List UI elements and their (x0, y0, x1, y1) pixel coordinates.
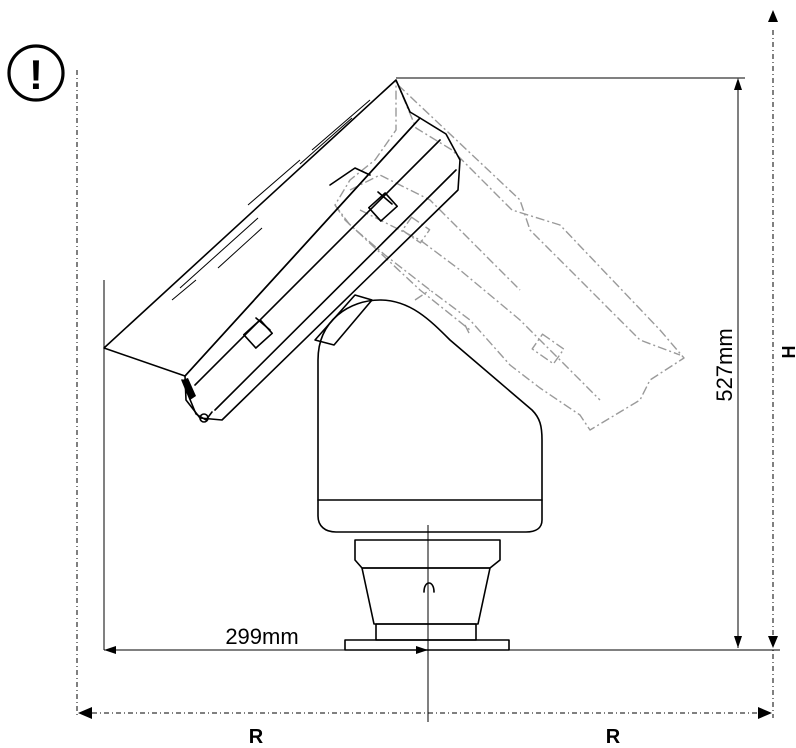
height-dimension: 527mm (396, 77, 745, 648)
warning-exclamation-icon: ! (7, 44, 65, 102)
reach-dimension: 299mm (103, 280, 780, 654)
h-dimension: H (768, 10, 796, 648)
ghost-tilted-housing (334, 79, 685, 431)
radius-dimension: R R (78, 707, 772, 748)
ptz-head (317, 299, 543, 533)
radius-right-label: R (606, 726, 621, 748)
pedestal-base (344, 539, 510, 651)
reach-value-label: 299mm (225, 624, 298, 649)
h-symbol-label: H (779, 346, 796, 359)
height-value-label: 527mm (712, 328, 737, 401)
radius-left-label: R (249, 726, 264, 748)
warning-symbol: ! (29, 51, 43, 98)
camera-housing (103, 79, 461, 423)
